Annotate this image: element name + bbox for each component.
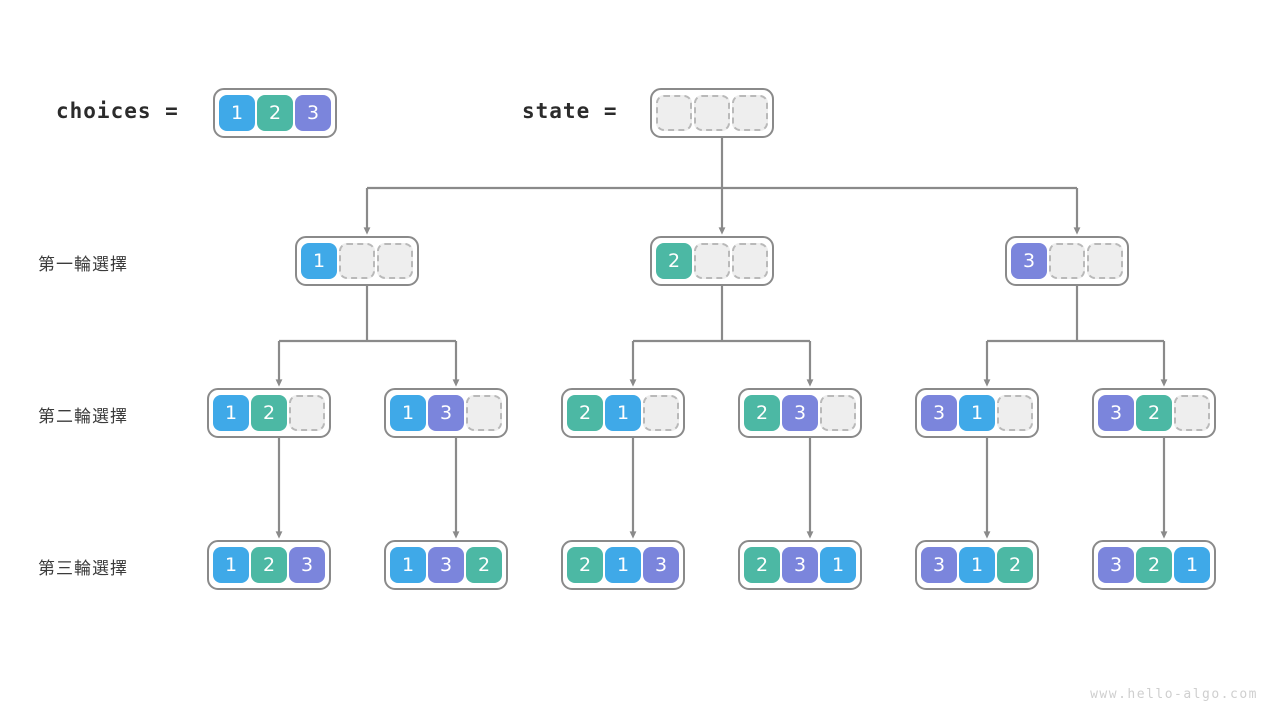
state-cell-0-empty — [656, 95, 692, 131]
row-label-round-3: 第三輪選擇 — [38, 559, 128, 579]
node-r3-3-cell-2-value-3: 3 — [643, 547, 679, 583]
node-r3-3-cell-1-value-1: 1 — [605, 547, 641, 583]
node-r3-1-cell-1-value-2: 2 — [251, 547, 287, 583]
node-r2-2-cell-2-empty — [466, 395, 502, 431]
choices-cell-1-value-2: 2 — [257, 95, 293, 131]
node-r3-1-cell-2-value-3: 3 — [289, 547, 325, 583]
node-r2-5-cell-0-value-3: 3 — [921, 395, 957, 431]
node-r3-5-cell-1-value-1: 1 — [959, 547, 995, 583]
state-label: state = — [522, 99, 618, 123]
node-r2-4-cell-1-value-3: 3 — [782, 395, 818, 431]
node-r1-2-cell-2-empty — [732, 243, 768, 279]
node-r2-4-cell-0-value-2: 2 — [744, 395, 780, 431]
node-r2-4-cell-2-empty — [820, 395, 856, 431]
node-r3-6-cell-1-value-2: 2 — [1136, 547, 1172, 583]
node-r2-6-cell-0-value-3: 3 — [1098, 395, 1134, 431]
node-r3-5-cell-2-value-2: 2 — [997, 547, 1033, 583]
node-r2-6-cell-2-empty — [1174, 395, 1210, 431]
node-r2-1-cell-1-value-2: 2 — [251, 395, 287, 431]
choices-label: choices = — [56, 99, 179, 123]
node-r1-2-cell-1-empty — [694, 243, 730, 279]
node-r1-1-cell-1-empty — [339, 243, 375, 279]
node-r1-1-cell-0-value-1: 1 — [301, 243, 337, 279]
node-r1-3-cell-0-value-3: 3 — [1011, 243, 1047, 279]
node-r3-6-cell-2-value-1: 1 — [1174, 547, 1210, 583]
node-r3-1-cell-0-value-1: 1 — [213, 547, 249, 583]
choices-cell-2-value-3: 3 — [295, 95, 331, 131]
node-r1-3-cell-1-empty — [1049, 243, 1085, 279]
node-r3-2-cell-0-value-1: 1 — [390, 547, 426, 583]
node-r3-4-cell-1-value-3: 3 — [782, 547, 818, 583]
node-r3-3-cell-0-value-2: 2 — [567, 547, 603, 583]
node-r2-2-cell-1-value-3: 3 — [428, 395, 464, 431]
node-r3-4-cell-0-value-2: 2 — [744, 547, 780, 583]
node-r2-2-cell-0-value-1: 1 — [390, 395, 426, 431]
node-r3-4-cell-2-value-1: 1 — [820, 547, 856, 583]
node-r2-1-cell-0-value-1: 1 — [213, 395, 249, 431]
node-r1-1-cell-2-empty — [377, 243, 413, 279]
watermark: www.hello-algo.com — [1090, 687, 1258, 702]
node-r3-6-cell-0-value-3: 3 — [1098, 547, 1134, 583]
node-r2-3-cell-1-value-1: 1 — [605, 395, 641, 431]
state-cell-1-empty — [694, 95, 730, 131]
node-r3-2-cell-1-value-3: 3 — [428, 547, 464, 583]
node-r3-2-cell-2-value-2: 2 — [466, 547, 502, 583]
node-r2-5-cell-2-empty — [997, 395, 1033, 431]
node-round-1-1: 1 — [295, 236, 419, 286]
node-r2-1-cell-2-empty — [289, 395, 325, 431]
node-round-1-2: 2 — [650, 236, 774, 286]
node-r2-3-cell-2-empty — [643, 395, 679, 431]
node-r2-3-cell-0-value-2: 2 — [567, 395, 603, 431]
row-label-round-2: 第二輪選擇 — [38, 407, 128, 427]
state-cell-2-empty — [732, 95, 768, 131]
node-round-1-3: 3 — [1005, 236, 1129, 286]
state-array — [650, 88, 774, 138]
node-r1-3-cell-2-empty — [1087, 243, 1123, 279]
node-r2-5-cell-1-value-1: 1 — [959, 395, 995, 431]
row-label-round-1: 第一輪選擇 — [38, 255, 128, 275]
choices-cell-0-value-1: 1 — [219, 95, 255, 131]
node-r2-6-cell-1-value-2: 2 — [1136, 395, 1172, 431]
node-r3-5-cell-0-value-3: 3 — [921, 547, 957, 583]
node-r1-2-cell-0-value-2: 2 — [656, 243, 692, 279]
